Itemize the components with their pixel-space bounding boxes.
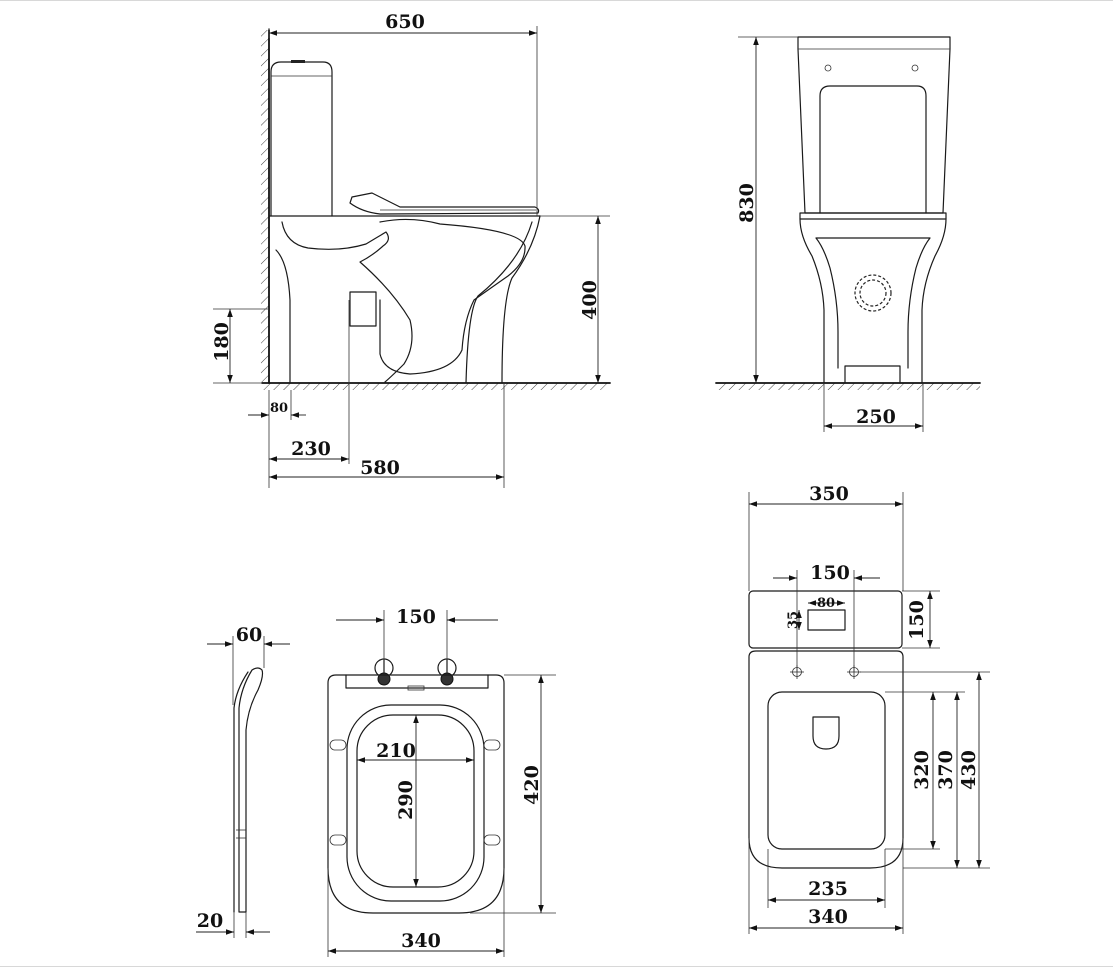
buffer-bl	[329, 834, 347, 846]
front-pedestal	[799, 218, 947, 384]
buffer-br	[483, 834, 501, 846]
top-border	[0, 0, 1113, 1]
dim-210-label: 210	[376, 740, 416, 762]
bowl-inner-front	[465, 221, 533, 384]
cistern-outline	[270, 61, 333, 217]
top-drain	[812, 716, 840, 750]
dim-250-label: 250	[856, 406, 896, 428]
dim-290-label: 290	[395, 780, 417, 820]
dim-150-seat-label: 150	[396, 606, 436, 628]
dim-350-label: 350	[809, 483, 849, 505]
dim-650-label: 650	[385, 11, 425, 33]
dim-180-label: 180	[211, 322, 233, 362]
hinge-right	[437, 658, 457, 686]
front-pedestal-inner	[815, 237, 931, 369]
dim-150-depth-label: 150	[906, 600, 928, 640]
flush-button-side	[291, 60, 305, 63]
front-cistern-panel	[819, 85, 927, 214]
dim-580-label: 580	[360, 457, 400, 479]
top-tank	[748, 590, 903, 649]
front-screw-right	[911, 64, 919, 72]
front-view: 830 250	[715, 36, 981, 432]
front-cistern	[797, 36, 951, 214]
outlet-spigot	[349, 291, 377, 327]
dim-20-label: 20	[197, 910, 223, 932]
side-view: 650 400 180 80 230 580	[211, 11, 611, 488]
top-view: 350 150 80 35 150 320 370 430 235	[748, 483, 990, 934]
dim-370-label: 370	[935, 750, 957, 790]
seat-outer	[327, 674, 505, 914]
floor-hatch-side	[262, 383, 610, 390]
dim-150-top-label: 150	[810, 562, 850, 584]
dim-80b-label: 80	[817, 596, 835, 611]
seat-view: 150 210 290 420 340	[327, 606, 556, 957]
seat-center-clip	[407, 685, 425, 691]
buffer-tr	[483, 739, 501, 751]
dim-340s-label: 340	[401, 930, 441, 952]
hinge-left	[374, 658, 394, 686]
bowl-outer	[501, 215, 541, 384]
dim-400-label: 400	[579, 280, 601, 320]
dim-60-label: 60	[236, 624, 262, 646]
seat-hinge-bar	[345, 674, 489, 689]
dim-80-label: 80	[270, 401, 288, 416]
seat-opening-outer	[346, 704, 485, 902]
dim-430-label: 430	[958, 750, 980, 790]
floor-hatch-front	[716, 383, 980, 390]
trapway	[281, 221, 413, 383]
top-flush-button	[807, 609, 846, 631]
dim-420-label: 420	[521, 765, 543, 805]
seat-lid-side	[349, 192, 540, 215]
dim-235-label: 235	[808, 878, 848, 900]
top-bowl-inner	[767, 691, 886, 850]
seat-profile-seat	[233, 671, 249, 913]
front-bowl-rim	[799, 212, 947, 220]
front-screw-left	[824, 64, 832, 72]
front-outlet-ring-inner	[859, 279, 887, 307]
seat-profile: 60 20	[196, 624, 290, 938]
dim-830-label: 830	[736, 183, 758, 223]
dim-340t-label: 340	[808, 906, 848, 928]
bowl-well	[379, 218, 526, 375]
dim-35-label: 35	[786, 611, 801, 629]
foot-inner	[275, 249, 291, 384]
seat-profile-lid	[238, 667, 264, 913]
dim-230-label: 230	[291, 438, 331, 460]
dim-320-label: 320	[911, 750, 933, 790]
wall-hatch	[261, 30, 269, 382]
bottom-border	[0, 966, 1113, 967]
buffer-tl	[329, 739, 347, 751]
front-outlet-ring-outer	[854, 274, 892, 312]
top-bowl-outer	[748, 650, 904, 869]
